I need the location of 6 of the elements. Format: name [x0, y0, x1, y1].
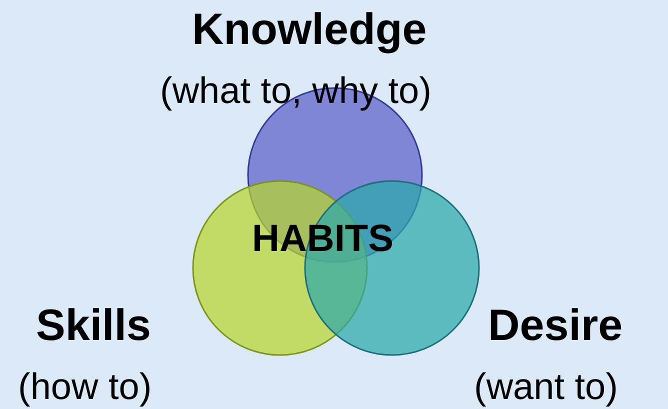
- heading: Skills: [36, 304, 151, 348]
- heading: Desire: [488, 304, 623, 348]
- heading: Knowledge: [192, 8, 427, 52]
- subheading: (what to, why to): [160, 72, 432, 109]
- subheading: (how to): [18, 368, 152, 405]
- subheading: (want to): [474, 368, 618, 405]
